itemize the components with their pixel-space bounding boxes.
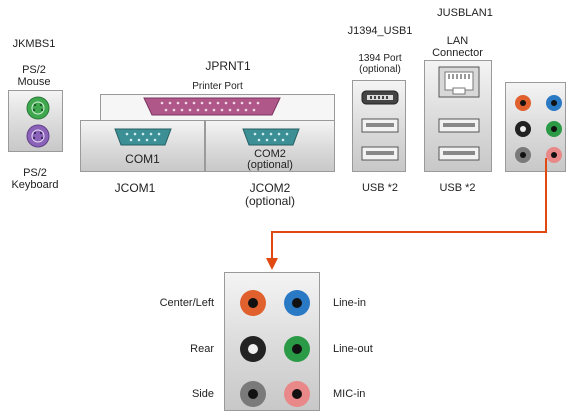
com2-port-icon	[242, 128, 300, 146]
mic-in-jack-icon	[284, 381, 310, 407]
ps2-keyboard-port-icon	[26, 124, 50, 148]
ps2-mouse-label: PS/2 Mouse	[17, 64, 51, 88]
side-label: Side	[191, 388, 214, 400]
port-1394-label: 1394 Port (optional)	[358, 53, 402, 75]
jcom1-label: JCOM1	[114, 181, 156, 195]
jcom2-label: JCOM2 (optional)	[244, 181, 296, 208]
com1-block: COM1	[80, 120, 205, 172]
usb2-right-label: USB *2	[439, 182, 476, 194]
jusblan1-block	[424, 60, 492, 172]
printer-port-icon	[143, 97, 281, 116]
ps2-connector-block	[8, 90, 63, 152]
ps2-mouse-port-icon	[26, 96, 50, 120]
usb2-left-label: USB *2	[361, 182, 399, 194]
com2-label: COM2 (optional)	[247, 148, 293, 171]
line-out-jack-icon	[284, 336, 310, 362]
ps2-keyboard-label: PS/2 Keyboard	[11, 167, 59, 191]
jprnt1-label: JPRNT1	[205, 59, 251, 73]
rear-jack-icon	[240, 336, 266, 362]
center-left-label: Center/Left	[159, 297, 214, 309]
audio-jacks-small	[515, 95, 562, 163]
line-in-jack-icon	[284, 290, 310, 316]
side-jack-icon	[240, 381, 266, 407]
line-out-label: Line-out	[333, 343, 373, 355]
rear-label: Rear	[190, 343, 214, 355]
jusblan1-label: JUSBLAN1	[437, 7, 493, 19]
line-in-label: Line-in	[333, 297, 367, 309]
ps2-ports	[26, 96, 50, 148]
com1-label: COM1	[125, 152, 160, 166]
center-left-jack-icon	[240, 290, 266, 316]
com2-block: COM2 (optional)	[205, 120, 335, 172]
j1394-usb1-label: J1394_USB1	[347, 25, 413, 37]
printer-port-label: Printer Port	[192, 81, 243, 92]
lan-connector-label: LAN Connector	[432, 35, 483, 59]
jkmbs1-label: JKMBS1	[12, 38, 56, 50]
j1394-usb1-block	[352, 80, 406, 172]
audio-block-small	[505, 82, 566, 172]
audio-block-large	[224, 272, 320, 411]
mic-in-label: MIC-in	[333, 388, 366, 400]
com1-port-icon	[114, 128, 172, 146]
